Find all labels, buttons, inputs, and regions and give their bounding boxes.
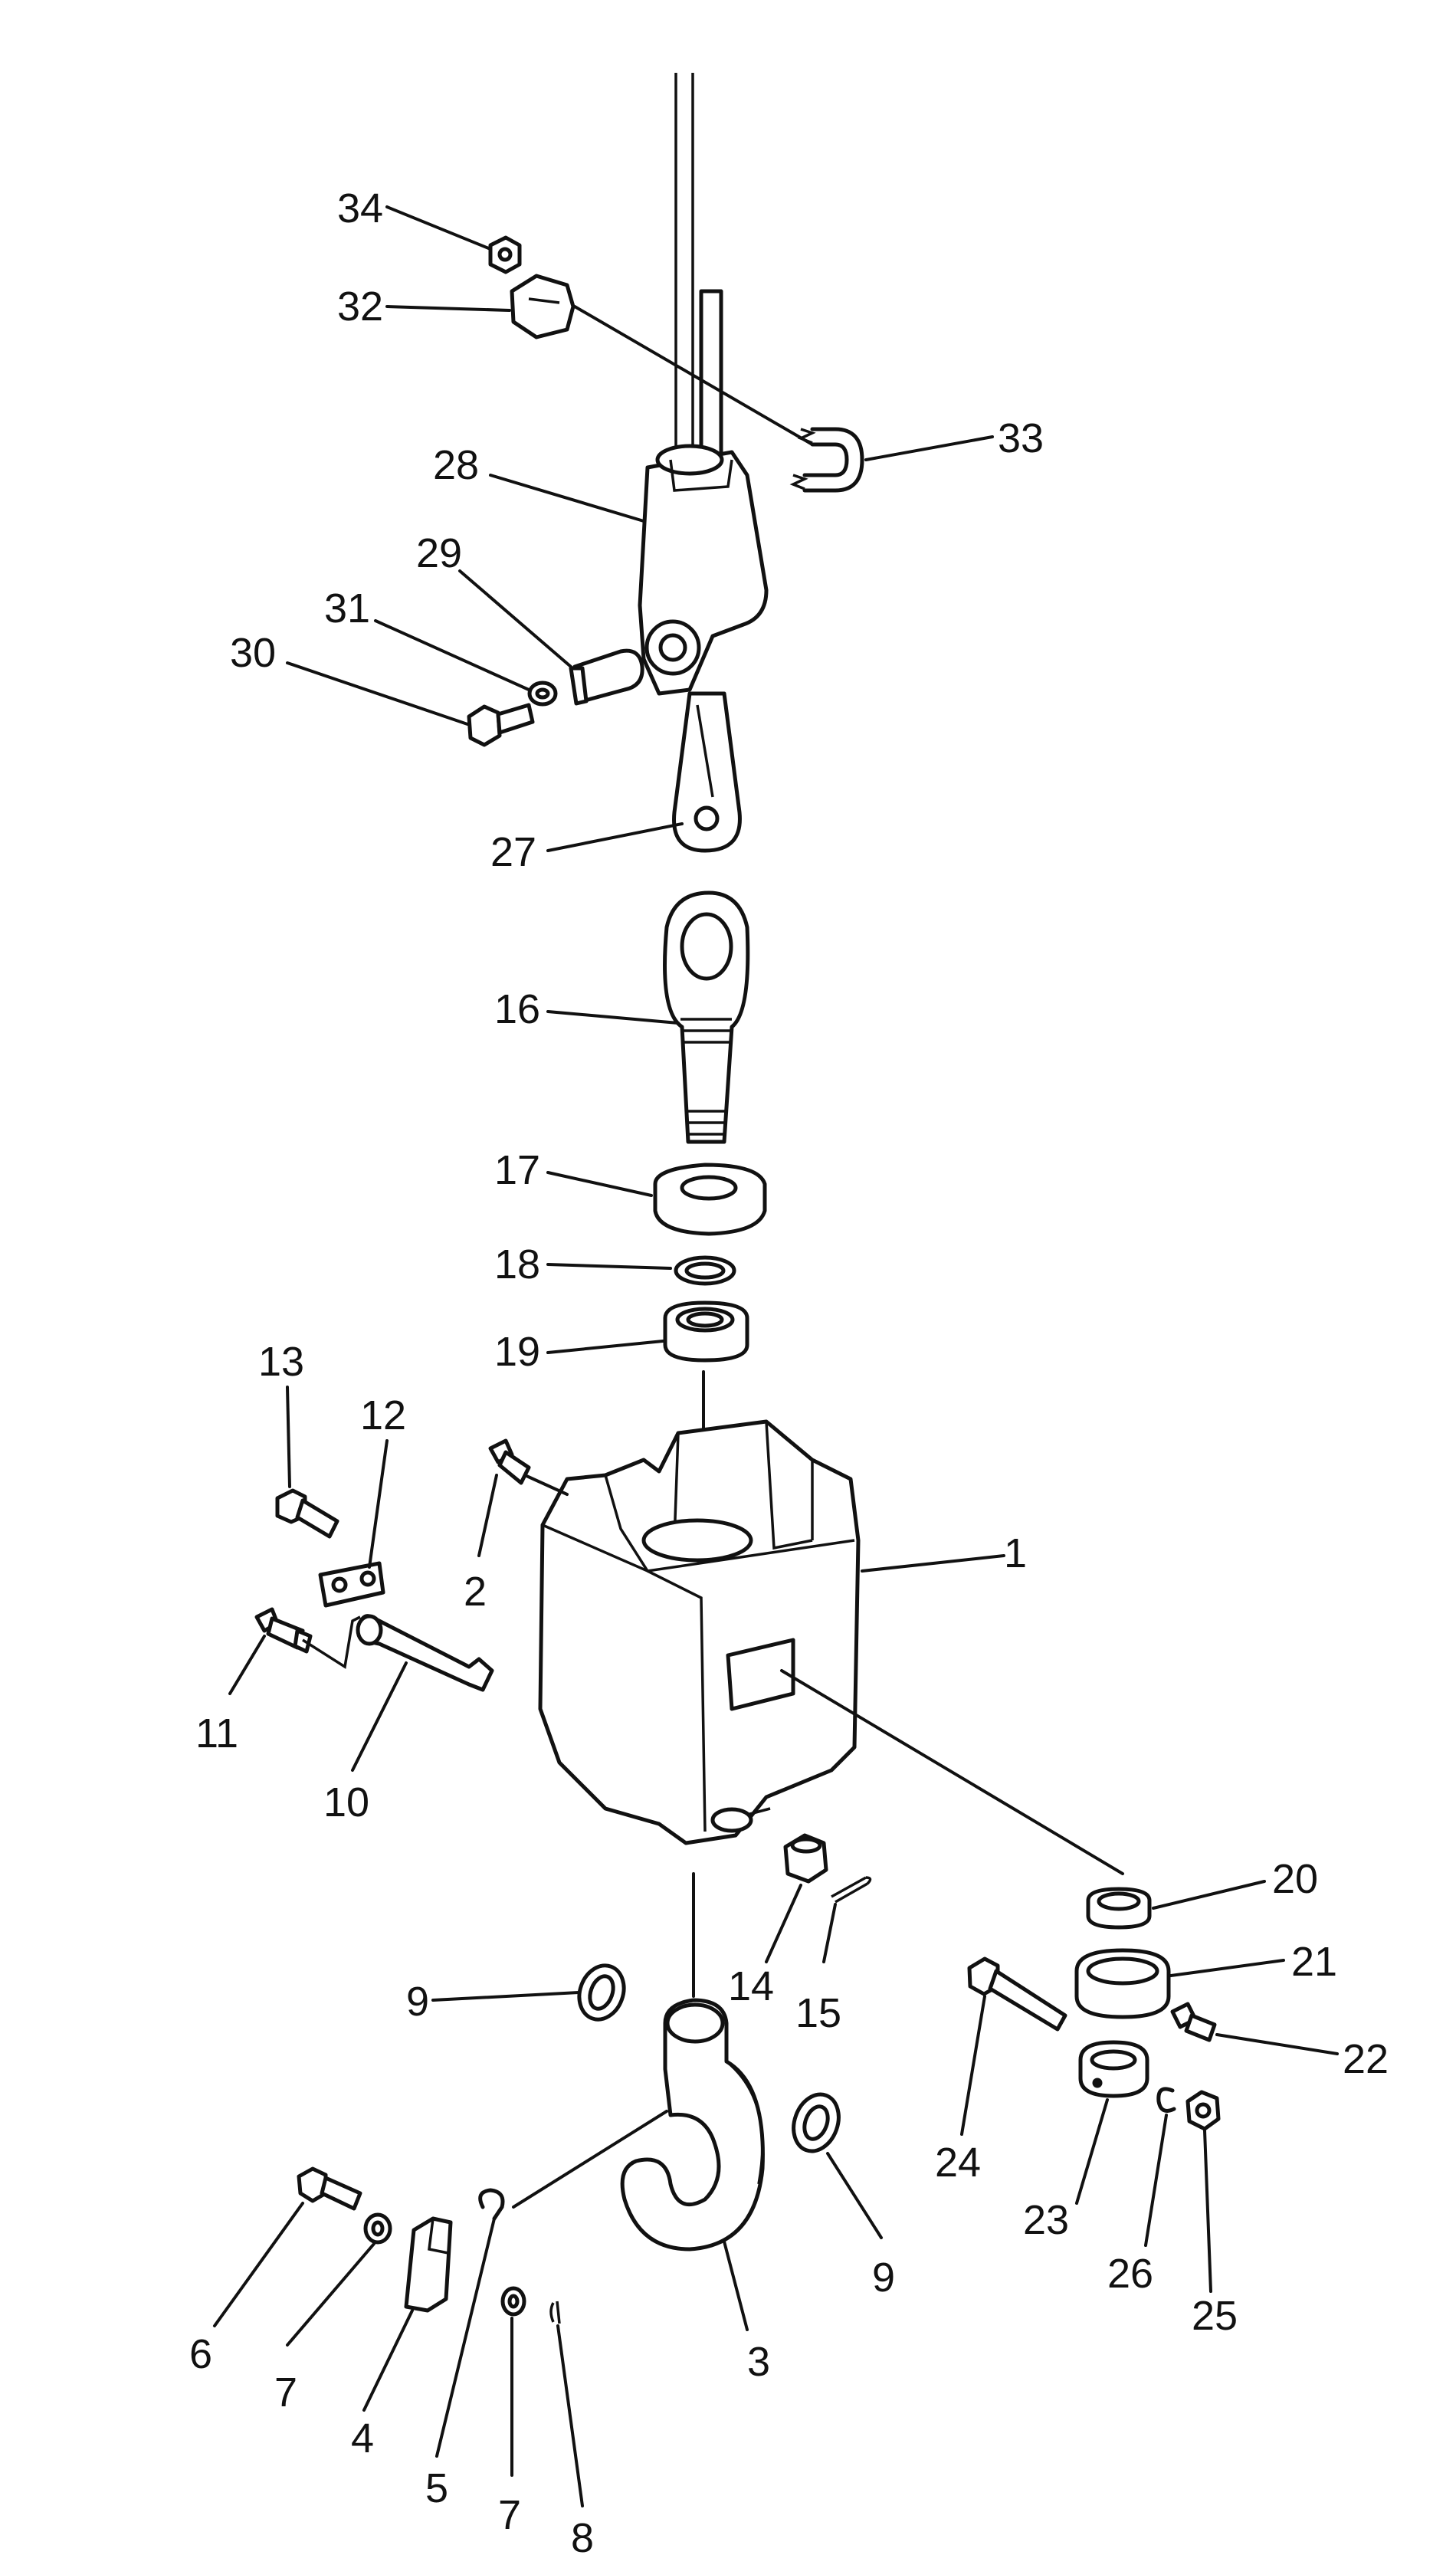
- part-9-washer-right: [792, 2092, 841, 2153]
- callout-17: 17: [494, 1147, 540, 1193]
- part-31-washer: [527, 681, 558, 707]
- callout-15: 15: [795, 1990, 841, 2036]
- callout-8: 8: [571, 2515, 594, 2561]
- callout-24: 24: [935, 2140, 981, 2186]
- part-25-nut: [1185, 2090, 1221, 2131]
- callout-labels: 34 32 33 28 29 31 30 27 16 17 18 19 13 1…: [189, 185, 1389, 2561]
- part-8-cotter-pin: [549, 2301, 561, 2324]
- callout-18: 18: [494, 1241, 540, 1287]
- part-7-washer-right: [500, 2286, 526, 2317]
- part-5-clip: [478, 2188, 505, 2221]
- part-20-bushing: [1086, 1887, 1152, 1930]
- assembly-line-1-20: [780, 1669, 1124, 1875]
- part-26-snap-ring: [1156, 2087, 1176, 2113]
- callout-11: 11: [195, 1710, 238, 1756]
- part-30-bolt: [467, 703, 535, 747]
- part-24-bolt: [967, 1956, 1067, 2032]
- part-16-swivel-eye: [663, 890, 750, 1144]
- callout-4: 4: [351, 2415, 374, 2461]
- callout-23: 23: [1023, 2197, 1069, 2243]
- callout-1: 1: [1004, 1530, 1027, 1576]
- assembly-line-3-5: [512, 2110, 668, 2209]
- part-12-lock-plate: [318, 1561, 385, 1608]
- part-22-grease-fitting: [1170, 2002, 1217, 2042]
- callout-25: 25: [1192, 2293, 1238, 2339]
- part-27-link: [672, 691, 742, 853]
- part-2-grease-fitting: [488, 1438, 531, 1485]
- callout-9-right: 9: [872, 2255, 895, 2301]
- callout-3: 3: [747, 2339, 770, 2385]
- callout-10: 10: [323, 1779, 369, 1825]
- wire-rope: [674, 73, 694, 460]
- callout-32: 32: [337, 284, 383, 330]
- part-21-nut: [1074, 1948, 1171, 2019]
- part-3-hook: [620, 1998, 765, 2252]
- part-9-washer-left: [577, 1963, 626, 2022]
- leader-lines: [213, 205, 1339, 2507]
- part-11-grease-fitting: [254, 1607, 313, 1654]
- callout-2: 2: [464, 1569, 487, 1615]
- part-15-cotter-pin: [831, 1876, 872, 1904]
- callout-16: 16: [494, 986, 540, 1032]
- callout-34: 34: [337, 185, 383, 231]
- part-19-bearing: [663, 1300, 749, 1363]
- part-17-castle-nut: [653, 1163, 767, 1236]
- callout-5: 5: [425, 2465, 448, 2511]
- callout-7-left: 7: [274, 2370, 297, 2415]
- callout-28: 28: [433, 442, 479, 488]
- assembly-line-2: [523, 1474, 569, 1496]
- part-32-clip-saddle: [510, 274, 576, 339]
- assembly-line-11-10: [302, 1615, 361, 1669]
- part-14-castle-nut: [783, 1833, 828, 1884]
- part-18-washer: [674, 1255, 736, 1286]
- callout-33: 33: [998, 415, 1044, 461]
- callout-7-right: 7: [498, 2492, 521, 2538]
- part-10-pin: [356, 1614, 494, 1692]
- callout-13: 13: [258, 1339, 304, 1385]
- callout-29: 29: [416, 530, 462, 576]
- callout-31: 31: [324, 585, 370, 631]
- part-7-washer-left: [363, 2212, 392, 2245]
- callout-14: 14: [728, 1963, 774, 2009]
- part-13-bolt: [275, 1488, 339, 1539]
- part-23-collar: [1078, 2040, 1149, 2098]
- callout-12: 12: [360, 1392, 406, 1438]
- callout-22: 22: [1343, 2036, 1389, 2082]
- part-4-lock-plate: [404, 2216, 453, 2313]
- callout-30: 30: [230, 630, 276, 676]
- callout-19: 19: [494, 1329, 540, 1375]
- part-29-pin: [569, 648, 644, 706]
- assembly-line-32-33: [573, 305, 814, 446]
- part-1-hook-body: [538, 1419, 861, 1845]
- part-28-wedge-socket: [638, 444, 769, 696]
- part-34-nut: [488, 235, 522, 274]
- callout-21: 21: [1291, 1939, 1337, 1985]
- part-6-bolt: [297, 2166, 362, 2211]
- callout-9-left: 9: [406, 1979, 429, 2025]
- callout-6: 6: [189, 2331, 212, 2377]
- callout-26: 26: [1107, 2251, 1153, 2297]
- callout-20: 20: [1272, 1856, 1318, 1902]
- part-33-u-bolt: [789, 427, 864, 493]
- callout-27: 27: [490, 829, 536, 875]
